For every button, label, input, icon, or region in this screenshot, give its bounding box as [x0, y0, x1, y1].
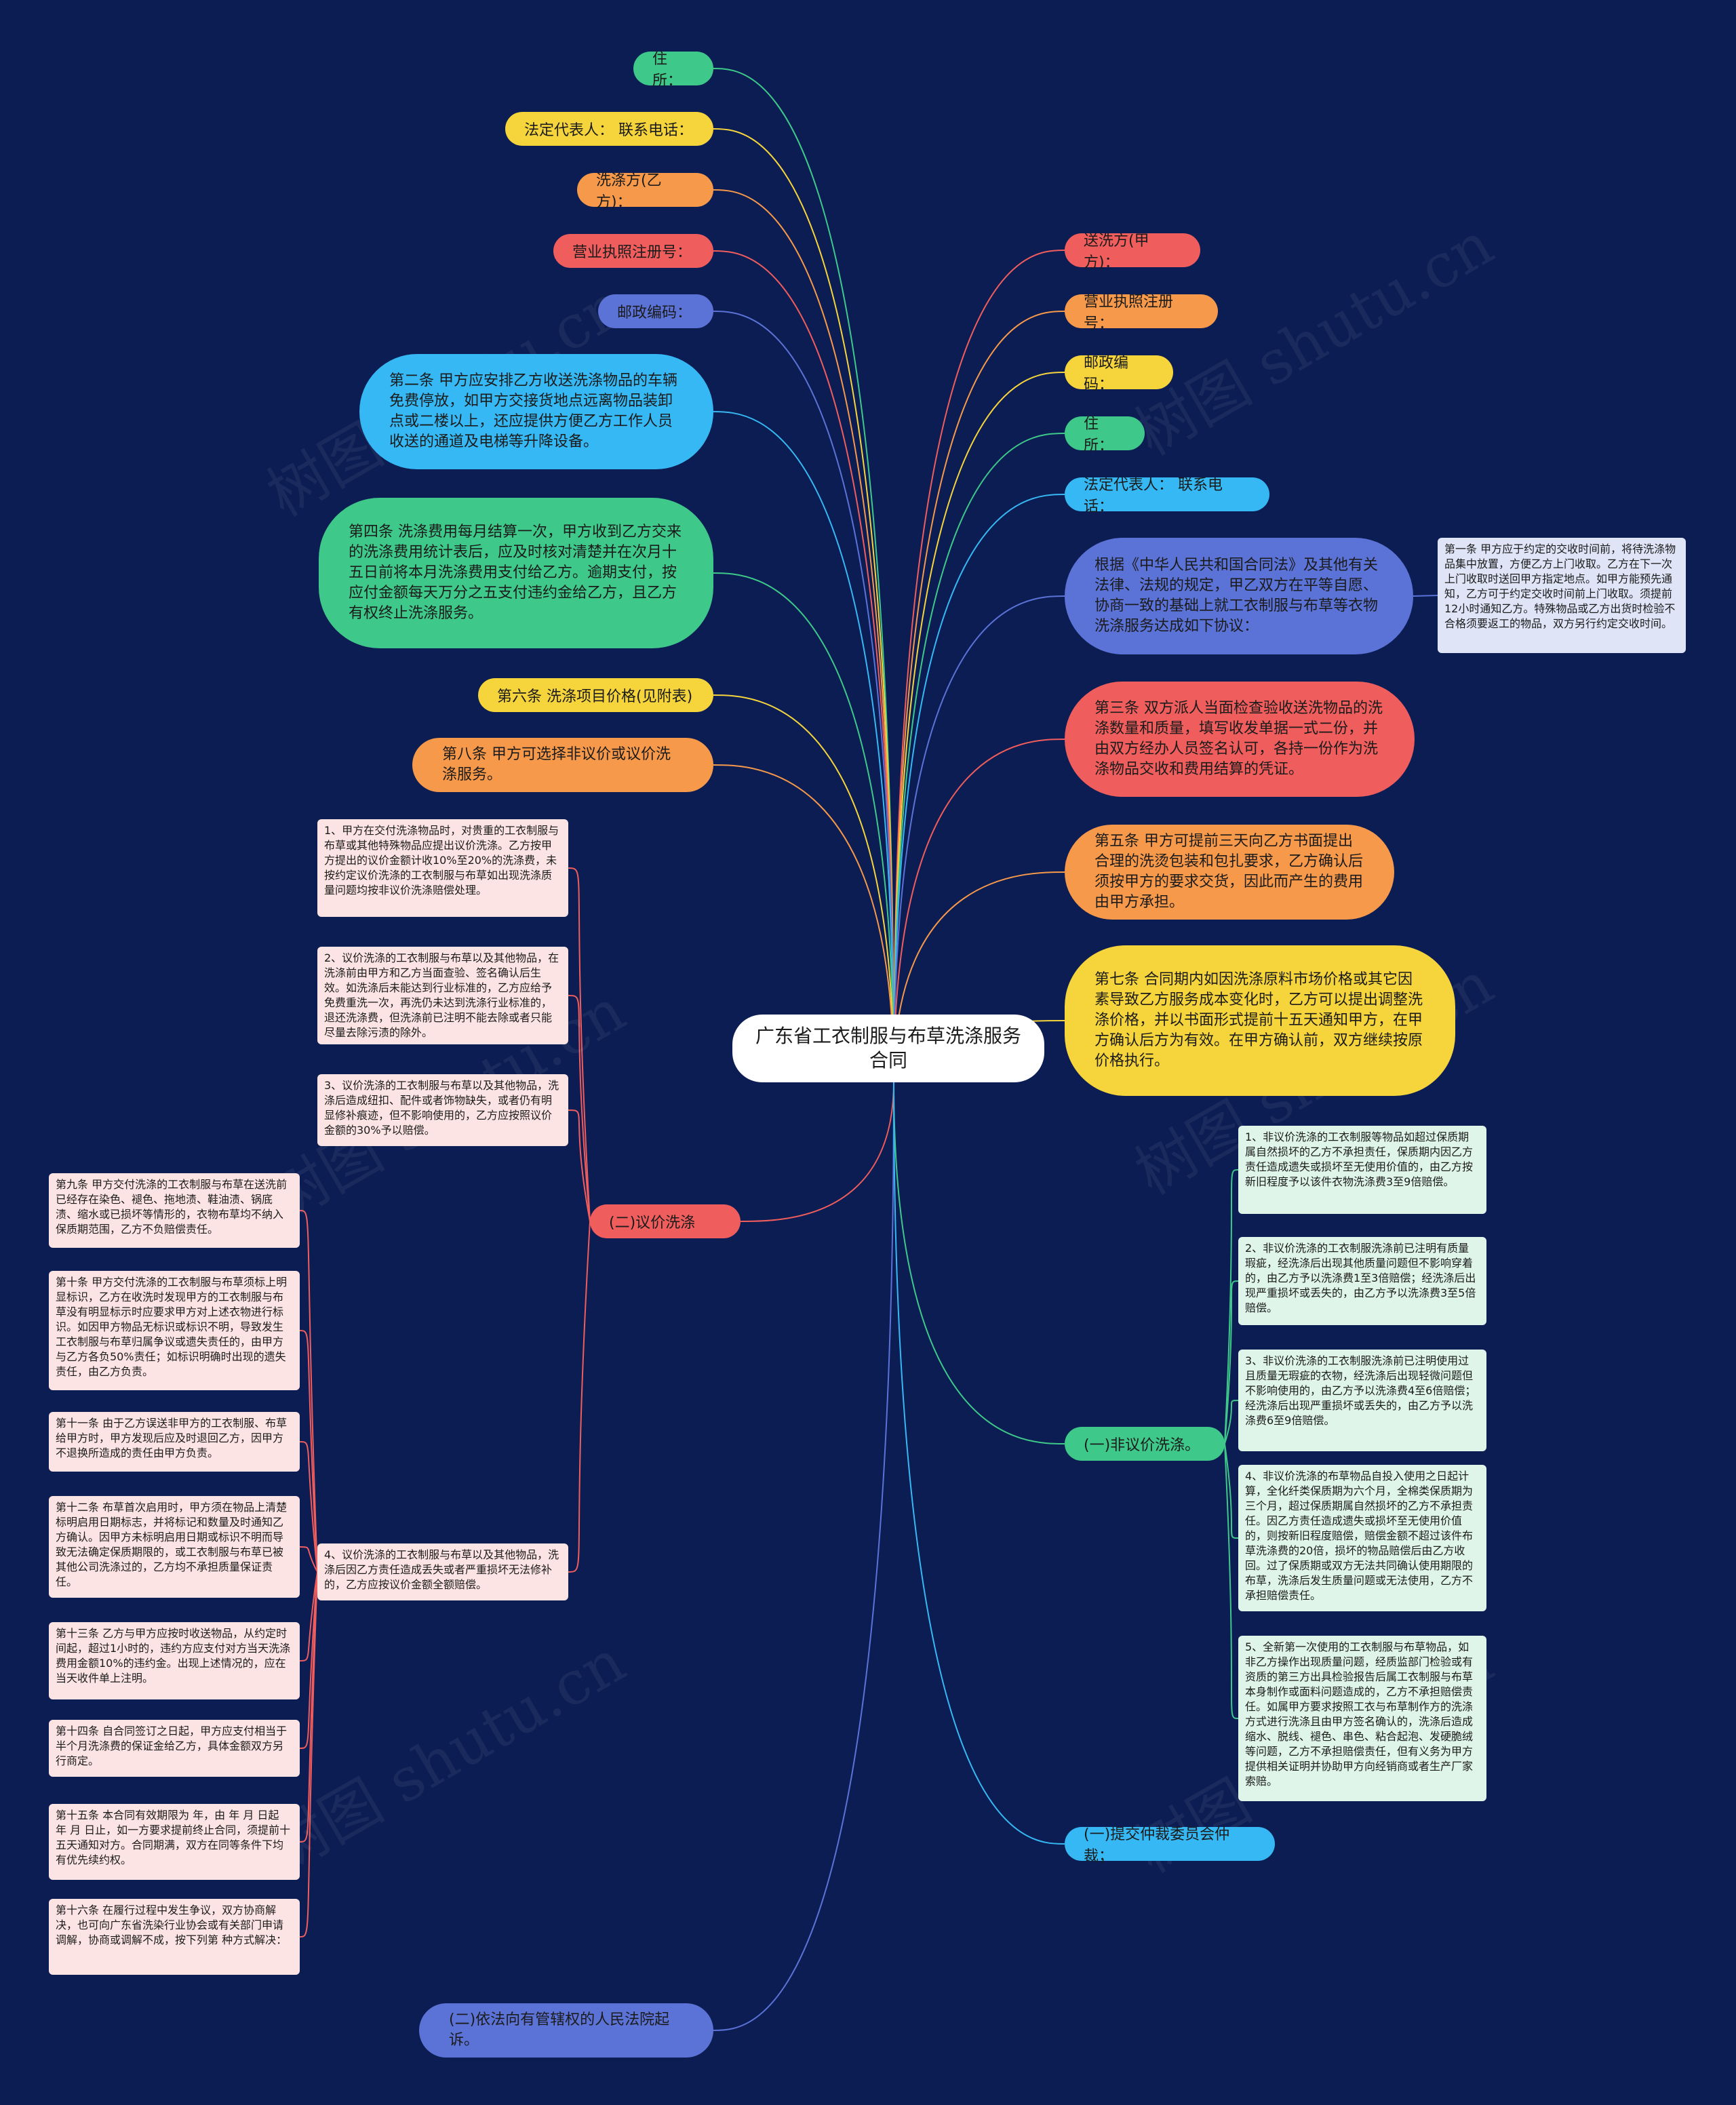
branch-l10[interactable]: (二)议价洗涤 — [590, 1204, 741, 1238]
link-l3 — [713, 189, 894, 1082]
link-c1 — [1224, 1169, 1239, 1444]
link-l5 — [713, 311, 894, 1082]
link-r4 — [893, 433, 1065, 1082]
link-r1 — [893, 250, 1065, 1082]
note-article-1[interactable]: 第一条 甲方应于约定的交收时间前，将待洗涤物品集中放置，方便乙方上门收取。乙方在… — [1438, 538, 1686, 653]
link-r11 — [893, 1081, 1065, 1845]
branch-l3[interactable]: 洗涤方(乙方)： — [577, 172, 713, 211]
branch-r2[interactable]: 营业执照注册号： — [1065, 294, 1218, 332]
link-l11 — [713, 1081, 894, 2031]
note-b8[interactable]: 第十六条 在履行过程中发生争议，双方协商解决，也可向广东省洗染行业协会或有关部门… — [49, 1899, 300, 1975]
link-r7 — [893, 739, 1065, 1082]
note-b6[interactable]: 第十四条 自合同签订之日起，甲方应支付相当于半个月洗涤费的保证金给乙方，具体金额… — [49, 1720, 300, 1777]
branch-r8[interactable]: 第五条 甲方可提前三天向乙方书面提出合理的洗烫包装和包扎要求，乙方确认后须按甲方… — [1065, 825, 1394, 920]
link-b1 — [299, 1210, 318, 1573]
link-a3 — [568, 1109, 591, 1222]
note-a4[interactable]: 4、议价洗涤的工衣制服与布草以及其他物品，洗涤后因乙方责任造成丢失或者严重损坏无… — [317, 1543, 568, 1600]
link-l7 — [713, 572, 894, 1082]
branch-l11[interactable]: (二)依法向有管辖权的人民法院起诉。 — [419, 2003, 713, 2058]
branch-l5[interactable]: 邮政编码： — [598, 294, 713, 328]
link-r6-note — [1413, 595, 1438, 597]
link-a2 — [568, 995, 591, 1222]
link-l2 — [713, 128, 894, 1082]
central-topic[interactable]: 广东省工衣制服与布草洗涤服务合同 — [732, 1015, 1044, 1082]
link-l4 — [713, 250, 894, 1082]
note-a1[interactable]: 1、甲方在交付洗涤物品时，对贵重的工衣制服与布草或其他特殊物品应提出议价洗涤。乙… — [317, 819, 568, 917]
link-c5 — [1224, 1443, 1239, 1719]
link-b2 — [299, 1330, 318, 1573]
branch-r6[interactable]: 根据《中华人民共和国合同法》及其他有关法律、法规的规定，甲乙双方在平等自愿、协商… — [1065, 538, 1413, 654]
branch-r1[interactable]: 送洗方(甲方)： — [1065, 233, 1200, 271]
link-r6 — [893, 595, 1065, 1082]
branch-r11[interactable]: (一)提交仲裁委员会仲裁； — [1065, 1826, 1275, 1865]
link-r2 — [893, 311, 1065, 1082]
link-l1 — [713, 68, 894, 1082]
link-b8 — [299, 1571, 318, 1937]
note-b2[interactable]: 第十条 甲方交付洗涤的工衣制服与布草须标上明显标识，乙方在收洗时发现甲方的工衣制… — [49, 1271, 300, 1390]
note-c1[interactable]: 1、非议价洗涤的工衣制服等物品如超过保质期属自然损坏的乙方不承担责任，保质期内因… — [1238, 1126, 1486, 1214]
note-c4[interactable]: 4、非议价洗涤的布草物品自投入使用之日起计算，全化纤类保质期为六个月，全棉类保质… — [1238, 1465, 1486, 1611]
branch-r10[interactable]: (一)非议价洗涤。 — [1065, 1427, 1225, 1461]
branch-l4[interactable]: 营业执照注册号： — [553, 234, 713, 268]
note-c5[interactable]: 5、全新第一次使用的工衣制服与布草物品，如非乙方操作出现质量问题，经质监部门检验… — [1238, 1636, 1486, 1801]
link-r3 — [893, 372, 1065, 1082]
link-l9 — [713, 764, 894, 1082]
link-b4 — [299, 1546, 318, 1573]
link-c2 — [1224, 1280, 1239, 1444]
link-r10 — [893, 1081, 1065, 1444]
branch-l7[interactable]: 第四条 洗涤费用每月结算一次，甲方收到乙方交来的洗涤费用统计表后，应及时核对清楚… — [319, 498, 713, 648]
note-b7[interactable]: 第十五条 本合同有效期限为 年，由 年 月 日起 年 月 日止，如一方要求提前终… — [49, 1804, 300, 1880]
note-c2[interactable]: 2、非议价洗涤的工衣制服洗涤前已注明有质量瑕疵，经洗涤后出现其他质量问题但不影响… — [1238, 1237, 1486, 1325]
branch-r3[interactable]: 邮政编码： — [1065, 355, 1173, 393]
branch-r7[interactable]: 第三条 双方派人当面检查验收送洗物品的洗涤数量和质量，填写收发单据一式二份，并由… — [1065, 682, 1415, 797]
link-r5 — [893, 494, 1065, 1082]
note-a2[interactable]: 2、议价洗涤的工衣制服与布草以及其他物品，在洗涤前由甲方和乙方当面查验、签名确认… — [317, 947, 568, 1044]
link-a4 — [568, 1221, 591, 1573]
link-l6 — [713, 411, 894, 1082]
link-b6 — [299, 1571, 318, 1749]
note-b1[interactable]: 第九条 甲方交付洗涤的工衣制服与布草在送洗前已经存在染色、褪色、拖地渍、鞋油渍、… — [49, 1173, 300, 1248]
link-b5 — [299, 1571, 318, 1661]
branch-l8[interactable]: 第六条 洗涤项目价格(见附表) — [478, 678, 713, 712]
branch-r4[interactable]: 住所： — [1065, 416, 1145, 454]
link-c4 — [1224, 1443, 1239, 1539]
branch-l9[interactable]: 第八条 甲方可选择非议价或议价洗涤服务。 — [412, 738, 713, 792]
note-b5[interactable]: 第十三条 乙方与甲方应按时收送物品，从约定时间起，超过1小时的，违约方应支付对方… — [49, 1622, 300, 1699]
branch-l2[interactable]: 法定代表人： 联系电话： — [505, 112, 713, 146]
link-c3 — [1224, 1400, 1239, 1444]
link-l10 — [740, 1081, 894, 1222]
link-l8 — [713, 694, 894, 1082]
link-a1 — [568, 867, 591, 1222]
branch-l1[interactable]: 住所： — [633, 51, 713, 90]
branch-l6[interactable]: 第二条 甲方应安排乙方收送洗涤物品的车辆免费停放，如甲方交接货地点远离物品装卸点… — [359, 354, 713, 469]
note-b4[interactable]: 第十二条 布草首次启用时，甲方须在物品上清楚标明启用日期标志，并将标记和数量及时… — [49, 1496, 300, 1598]
branch-r9[interactable]: 第七条 合同期内如因洗涤原料市场价格或其它因素导致乙方服务成本变化时，乙方可以提… — [1065, 945, 1455, 1096]
note-a3[interactable]: 3、议价洗涤的工衣制服与布草以及其他物品，洗涤后造成纽扣、配件或者饰物缺失，或者… — [317, 1074, 568, 1146]
note-b3[interactable]: 第十一条 由于乙方误送非甲方的工衣制服、布草给甲方时，甲方发现后应及时退回乙方，… — [49, 1412, 300, 1472]
branch-r5[interactable]: 法定代表人： 联系电话： — [1065, 477, 1269, 515]
link-r8 — [893, 871, 1065, 1082]
link-b7 — [299, 1571, 318, 1843]
note-c3[interactable]: 3、非议价洗涤的工衣制服洗涤前已注明使用过且质量无瑕疵的衣物，经洗涤后出现轻微问… — [1238, 1350, 1486, 1451]
link-b3 — [299, 1441, 318, 1573]
